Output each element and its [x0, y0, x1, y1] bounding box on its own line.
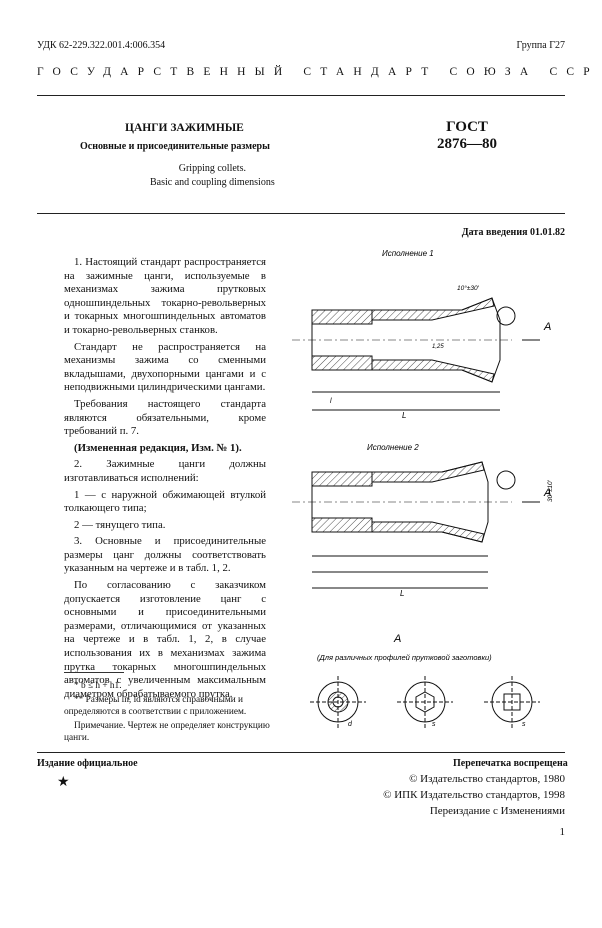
view-a-sections: d s s	[310, 676, 540, 728]
group-code: Группа Г27	[516, 40, 565, 51]
paragraph-3: Требования настоящего стандарта являются…	[64, 397, 266, 438]
footnote-1: * b ≤ h + h1.	[74, 681, 122, 691]
reissue-note: Переиздание с Изменениями	[429, 805, 565, 817]
body-text: 1. Настоящий стандарт распространяется н…	[64, 256, 266, 704]
document-subtitle: Основные и присоединительные размеры	[80, 141, 270, 152]
page-number: 1	[559, 826, 566, 838]
footnote-rule	[64, 672, 124, 673]
section-round	[310, 676, 366, 728]
dimension-l-1: l	[330, 398, 332, 405]
note: Примечание. Чертеж не определяет констру…	[64, 721, 270, 744]
footnote-2: ** Размеры ln, ld являются справочными и…	[64, 695, 247, 718]
footer-rule	[37, 752, 565, 753]
gost-label: ГОСТ	[446, 119, 488, 135]
state-standard-heading: ГОСУДАРСТВЕННЫЙ СТАНДАРТ СОЮЗА ССР	[37, 66, 599, 78]
version-2-label: Исполнение 2	[367, 443, 419, 452]
section-s-label-2: s	[522, 721, 526, 728]
english-title: Gripping collets. Basic and coupling dim…	[150, 162, 275, 189]
view-arrow-a-2: А	[543, 487, 551, 499]
official-edition: Издание официальное	[37, 758, 138, 769]
footnotes: * b ≤ h + h1. ** Размеры ln, ld являются…	[64, 680, 270, 746]
dimension-L-2: L	[400, 589, 404, 598]
copyright-1: © Издательство стандартов, 1980	[409, 773, 565, 785]
paragraph-agreement: По согласованию с заказчиком допускается…	[64, 579, 266, 700]
view-a-title: А	[393, 633, 401, 645]
section-square	[484, 676, 540, 728]
paragraph-1: 1. Настоящий стандарт распространяется н…	[64, 256, 266, 336]
version-1-section	[292, 297, 516, 411]
document-title: ЦАНГИ ЗАЖИМНЫЕ	[125, 122, 244, 134]
paragraph-amendment: (Измененная редакция, Изм. № 1).	[74, 441, 242, 454]
udk-code: УДК 62-229.322.001.4:006.354	[37, 40, 166, 51]
view-arrow-a-1: А	[543, 321, 551, 333]
angle-2-label: 30°±10′	[546, 479, 554, 502]
date-intro: Дата введения 01.01.82	[461, 227, 565, 238]
paragraph-versions: 2. Зажимные цанги должны изготавливаться…	[64, 458, 266, 484]
roughness-1: 1,25	[432, 344, 444, 350]
section-s-label-1: s	[432, 721, 436, 728]
top-rule	[37, 95, 565, 96]
copyright-2: © ИПК Издательство стандартов, 1998	[383, 789, 565, 801]
paragraph-version-1: 1 — с наружной обжимающей втулкой толкаю…	[64, 488, 266, 515]
gost-number: ГОСТ 2876—80	[437, 119, 497, 154]
gost-code: 2876—80	[437, 136, 497, 153]
view-a-caption: (Для различных профилей прутковой загото…	[317, 653, 492, 662]
reprint-prohibited: Перепечатка воспрещена	[453, 758, 568, 769]
version-1-label: Исполнение 1	[382, 249, 434, 258]
angle-1-label: 10°±30′	[457, 284, 480, 292]
star-mark: ★	[57, 775, 70, 790]
section-d-label: d	[348, 721, 353, 728]
english-line-1: Gripping collets.	[178, 163, 246, 174]
collet-drawing: Исполнение 1 10°±30′ L l 1,25 А Исполнен…	[292, 249, 554, 662]
version-2-section	[292, 461, 516, 589]
paragraph-dimensions: 3. Основные и присоединительные размеры …	[64, 535, 266, 575]
dimension-L-1: L	[402, 411, 406, 420]
english-line-2: Basic and coupling dimensions	[150, 176, 275, 188]
title-rule	[37, 213, 565, 214]
paragraph-2: Стандарт не распространяется на механизм…	[64, 340, 266, 394]
section-hex	[397, 676, 453, 728]
paragraph-version-2: 2 — тянущего типа.	[74, 518, 166, 531]
